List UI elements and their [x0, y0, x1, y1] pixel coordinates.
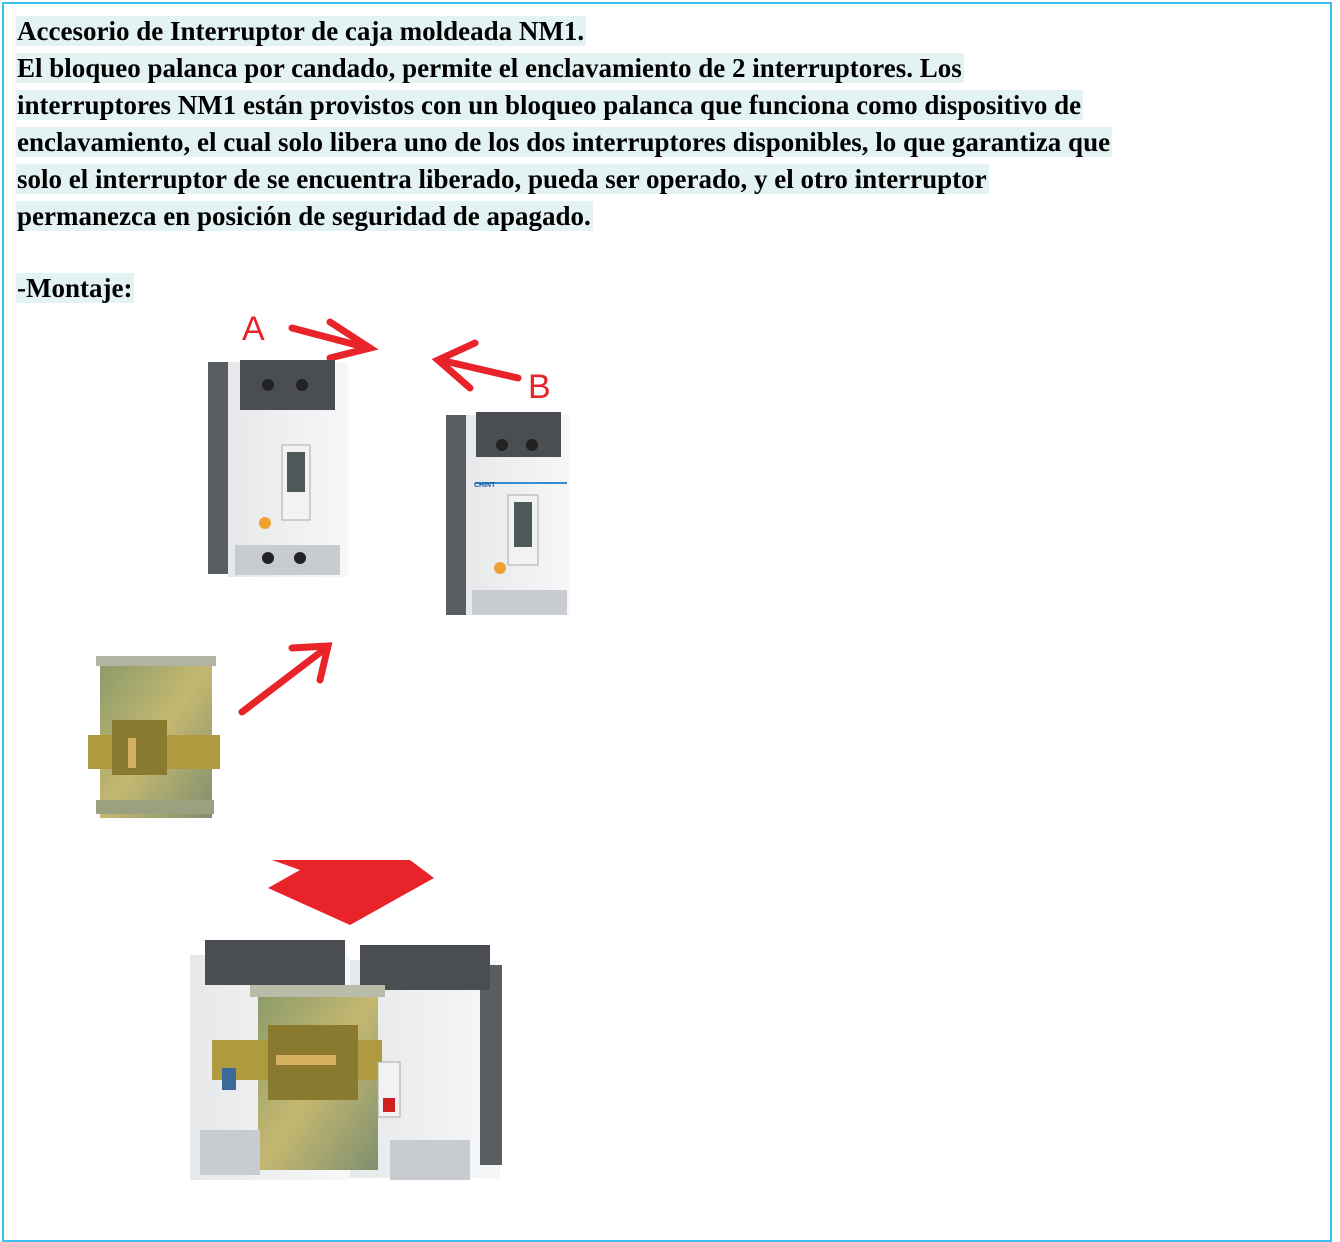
brand-logo: CHINT [474, 482, 496, 489]
label-b: B [528, 368, 551, 406]
arrow-b-icon [431, 339, 522, 392]
paragraph-line: permanezca en posición de seguridad de a… [16, 201, 593, 231]
breaker-a-image [208, 360, 348, 577]
arrow-down-icon [268, 860, 434, 925]
montaje-heading: -Montaje: [16, 273, 135, 303]
description-block: Accesorio de Interruptor de caja moldead… [16, 13, 1113, 235]
title: Accesorio de Interruptor de caja moldead… [16, 16, 587, 46]
paragraph-line: interruptores NM1 están provistos con un… [16, 90, 1084, 120]
padlock-bracket-image [88, 656, 220, 818]
breaker-b-image: CHINT [446, 412, 570, 615]
paragraph-line: El bloqueo palanca por candado, permite … [16, 53, 964, 83]
section-heading: -Montaje: [16, 270, 135, 307]
arrow-diagonal-icon [238, 642, 333, 716]
arrow-a-icon [288, 318, 379, 362]
label-a: A [242, 310, 265, 348]
paragraph-line: enclavamiento, el cual solo libera uno d… [16, 127, 1113, 157]
paragraph-line: solo el interruptor de se encuentra libe… [16, 164, 989, 194]
assembled-breakers-image [190, 940, 502, 1180]
